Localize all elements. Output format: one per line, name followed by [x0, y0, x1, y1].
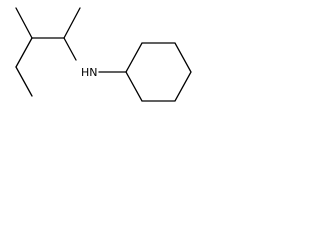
bond-c2-n — [63, 37, 77, 61]
cyclohexane-ring — [125, 42, 192, 102]
bond-c2-methyl — [63, 7, 81, 39]
molecule-diagram: HN — [0, 0, 207, 110]
bond-methyl-top — [15, 7, 33, 39]
nh-label: HN — [81, 66, 98, 79]
structure-svg: HN — [15, 7, 192, 102]
bond-c4-c5 — [15, 66, 33, 97]
bond-c3-c4 — [15, 37, 33, 68]
